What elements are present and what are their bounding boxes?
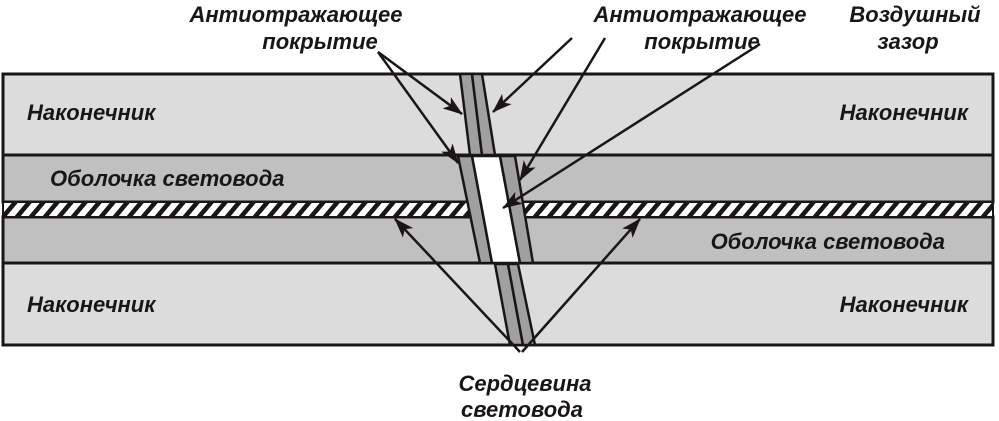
label-ar-left-2: покрытие (262, 29, 378, 54)
arrow-ar-left-2 (376, 51, 460, 164)
arrow-air-gap (502, 42, 761, 210)
label-core-2: световода (461, 397, 583, 421)
arrow-ar-right-1 (492, 37, 573, 113)
label-ar-right-1: Антиотражающее (592, 2, 806, 27)
arrow-ar-left-1 (377, 50, 463, 116)
label-ferrule-bottom-left: Наконечник (27, 292, 157, 317)
label-ar-right-2: покрытие (644, 29, 760, 54)
arrow-core-right (521, 218, 641, 353)
label-ferrule-top-right: Наконечник (840, 100, 970, 125)
ferrule-top (1, 72, 995, 157)
label-air-gap-1: Воздушный (849, 2, 981, 27)
label-air-gap-2: зазор (877, 29, 938, 54)
core-right (521, 201, 994, 218)
label-ferrule-bottom-right: Наконечник (840, 292, 970, 317)
core-left (2, 201, 474, 218)
label-cladding-left: Оболочка световода (50, 166, 284, 191)
label-core-1: Сердцевина (458, 371, 591, 396)
label-ar-left-1: Антиотражающее (188, 2, 402, 27)
arrow-core-left (394, 218, 521, 353)
arrow-ar-right-2 (518, 37, 607, 181)
ar-coating-right-mid (498, 154, 535, 265)
ar-coating-right-bottom (506, 262, 537, 347)
label-ferrule-top-left: Наконечник (27, 100, 157, 125)
label-cladding-right: Оболочка световода (711, 229, 945, 254)
